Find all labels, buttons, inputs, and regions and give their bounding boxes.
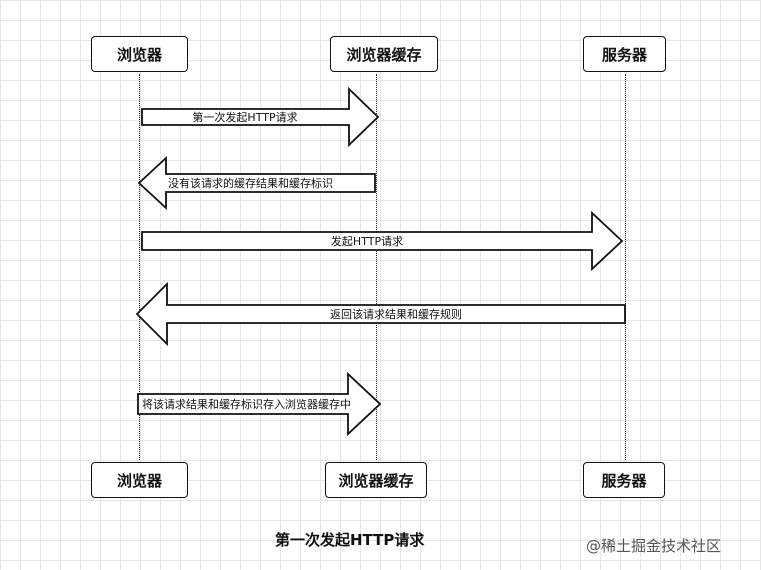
message-arrow-send-request: 发起HTTP请求 xyxy=(141,210,624,272)
lifeline-browser-cache xyxy=(376,74,377,460)
actor-server-top: 服务器 xyxy=(583,36,666,72)
right-arrow-shape xyxy=(137,371,382,437)
actor-browser-bottom: 浏览器 xyxy=(91,462,188,498)
diagram-caption: 第一次发起HTTP请求 xyxy=(275,531,425,549)
message-arrow-first-request: 第一次发起HTTP请求 xyxy=(141,86,380,148)
lifeline-server xyxy=(625,74,626,460)
message-label-store-cache: 将该请求结果和缓存标识存入浏览器缓存中 xyxy=(142,398,351,411)
right-arrow-shape xyxy=(141,86,380,148)
message-arrow-store-cache: 将该请求结果和缓存标识存入浏览器缓存中 xyxy=(137,371,382,437)
message-label-no-cache: 没有该请求的缓存结果和缓存标识 xyxy=(168,177,333,190)
message-arrow-return-result: 返回该请求结果和缓存规则 xyxy=(135,281,626,347)
watermark: @稀土掘金技术社区 xyxy=(586,537,722,555)
actor-cache-bottom: 浏览器缓存 xyxy=(325,462,427,498)
left-arrow-shape xyxy=(137,155,376,211)
message-arrow-no-cache: 没有该请求的缓存结果和缓存标识 xyxy=(137,155,376,211)
right-arrow-shape xyxy=(141,210,624,272)
message-label-first-request: 第一次发起HTTP请求 xyxy=(192,111,298,124)
left-arrow-shape xyxy=(135,281,626,347)
actor-cache-top: 浏览器缓存 xyxy=(330,36,438,72)
message-label-send-request: 发起HTTP请求 xyxy=(330,235,404,248)
actor-browser-top: 浏览器 xyxy=(91,36,188,72)
actor-server-bottom: 服务器 xyxy=(583,462,665,498)
message-label-return-result: 返回该请求结果和缓存规则 xyxy=(330,308,462,321)
lifeline-browser xyxy=(139,74,140,460)
